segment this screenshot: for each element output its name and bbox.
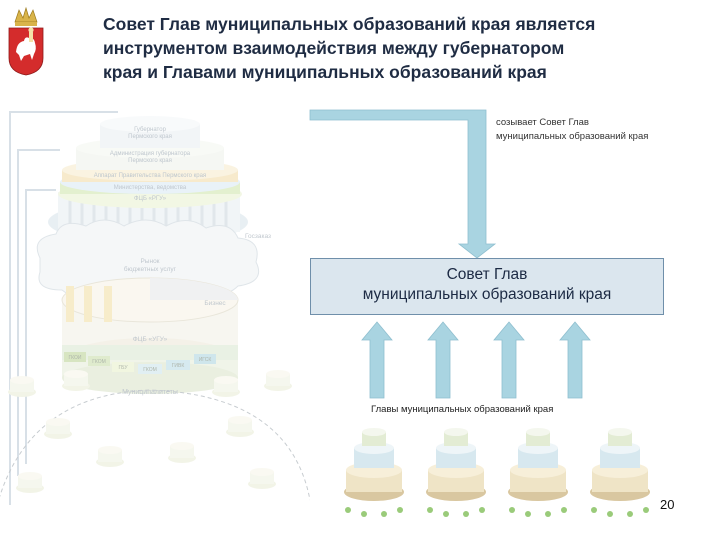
feedback-lines <box>9 111 118 505</box>
convene-arrow <box>309 109 497 259</box>
page-number: 20 <box>660 497 675 512</box>
municipal-cake-icons <box>344 428 650 517</box>
note-line: созывает Совет Глав <box>496 117 589 128</box>
council-of-heads-box: Совет Глав муниципальных образований кра… <box>310 258 664 315</box>
cake-icon <box>508 428 568 517</box>
diagram-label: бюджетных услуг <box>124 265 177 273</box>
title-line: инструментом взаимодействия между губерн… <box>103 38 565 58</box>
diagram-label: ГИВК <box>172 363 185 369</box>
box-line: муниципальных образований края <box>362 286 612 303</box>
diagram-label: ГБУ <box>118 365 128 371</box>
diagram-label: Администрация губернатора <box>110 151 191 157</box>
diagram-label: Аппарат Правительства Пермского края <box>94 173 206 179</box>
diagram-label: ГКОМ <box>143 367 157 373</box>
diagram-label: ФЦБ «РГУ» <box>134 196 167 202</box>
small-municipal-cakes <box>8 370 292 493</box>
up-arrow <box>361 321 393 399</box>
municipal-heads-label: Главы муниципальных образований края <box>371 404 554 415</box>
diagram-label: Министерства, ведомства <box>114 185 187 191</box>
government-structure-diagram: Губернатор Пермского края Администрация … <box>0 111 310 505</box>
diagram-label: Пермского края <box>128 134 172 140</box>
perm-krai-coat-of-arms-icon <box>8 6 44 76</box>
slide-title: Совет Глав муниципальных образований кра… <box>103 12 663 84</box>
diagram-label: Пермского края <box>128 158 172 164</box>
diagram-label: Муниципалитеты <box>122 389 178 396</box>
up-arrow <box>559 321 591 399</box>
note-line: муниципальных образований края <box>496 131 649 142</box>
diagram-label: Бизнес <box>204 300 226 307</box>
title-line: Совет Глав муниципальных образований кра… <box>103 14 596 34</box>
cake-icon <box>344 428 404 517</box>
diagram-label: Рынок <box>140 258 159 265</box>
diagram-label: Госзаказ <box>245 233 271 240</box>
diagram-label: ГКОИ <box>68 355 81 361</box>
diagram-label: Губернатор <box>134 127 166 133</box>
municipal-cake-bottom <box>61 277 239 394</box>
diagram-label: ГКОМ <box>92 359 106 365</box>
up-arrow <box>493 321 525 399</box>
title-line: края и Главами муниципальных образований… <box>103 62 547 82</box>
box-line: Совет Глав <box>446 266 528 283</box>
diagram-label: ФЦБ «УГУ» <box>133 336 168 343</box>
cake-icon <box>590 428 650 517</box>
up-arrow <box>427 321 459 399</box>
diagram-label: ИГСК <box>199 357 212 363</box>
convene-note: созывает Совет Глав муниципальных образо… <box>496 116 706 144</box>
municipal-boundary-arc <box>0 389 310 501</box>
cake-icon <box>426 428 486 517</box>
